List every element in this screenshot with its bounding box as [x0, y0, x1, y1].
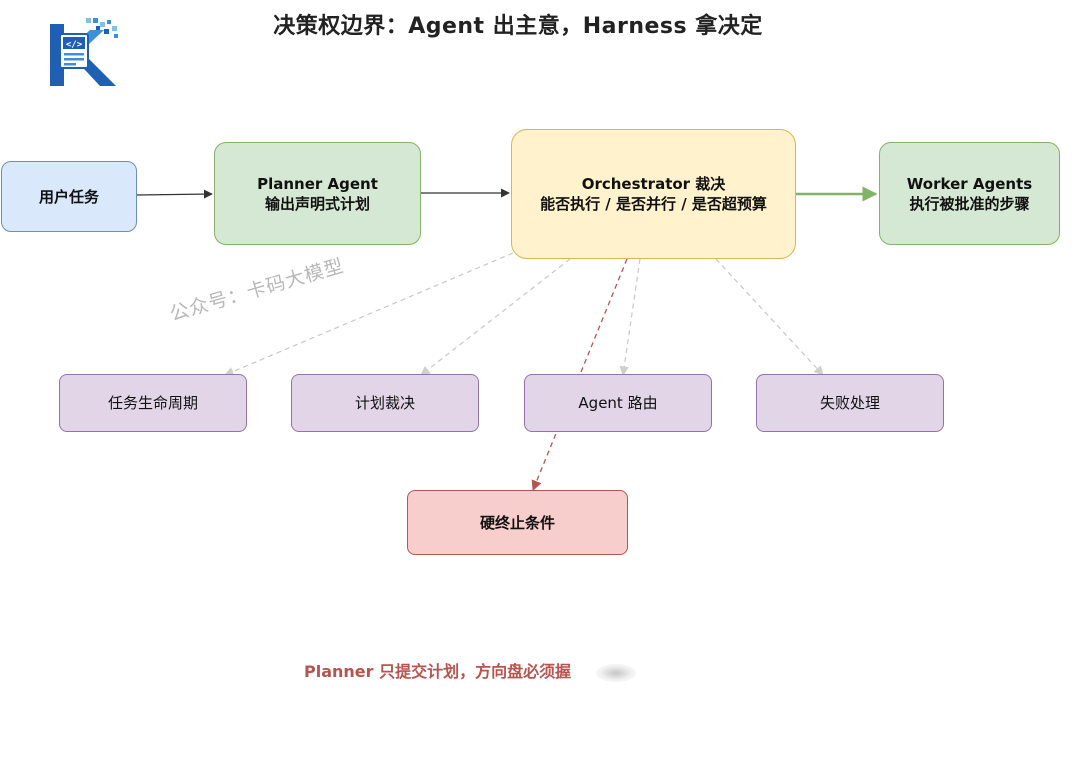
- node-task-lifecycle: 任务生命周期: [59, 374, 247, 432]
- node-planner-agent: Planner Agent 输出声明式计划: [214, 142, 421, 245]
- node-agent-routing-label: Agent 路由: [578, 394, 658, 412]
- node-agent-routing: Agent 路由: [524, 374, 712, 432]
- node-orchestrator: Orchestrator 裁决 能否执行 / 是否并行 / 是否超预算: [511, 129, 796, 259]
- node-hard-stop: 硬终止条件: [407, 490, 628, 555]
- node-failure-handling: 失败处理: [756, 374, 944, 432]
- footer-smudge-overlay: [596, 664, 636, 682]
- node-worker-title: Worker Agents: [906, 174, 1033, 193]
- node-plan-ruling: 计划裁决: [291, 374, 479, 432]
- node-plan-ruling-label: 计划裁决: [354, 394, 415, 412]
- node-user-task-label: 用户任务: [38, 187, 99, 206]
- node-planner-title: Planner Agent: [257, 174, 378, 193]
- k-logo-icon: </>: [46, 16, 122, 90]
- svg-text:</>: </>: [66, 40, 83, 50]
- node-hard-stop-label: 硬终止条件: [479, 513, 555, 532]
- node-orchestrator-subtitle: 能否执行 / 是否并行 / 是否超预算: [540, 195, 767, 213]
- edge-orchestrator-to-failure-handling: [715, 258, 824, 376]
- node-user-task: 用户任务: [1, 161, 137, 232]
- footer-note: Planner 只提交计划，方向盘必须握: [304, 662, 572, 681]
- edge-user-to-planner: [136, 189, 213, 199]
- edge-orchestrator-to-lifecycle: [224, 252, 514, 377]
- node-task-lifecycle-label: 任务生命周期: [107, 394, 198, 412]
- code-document-k-logo-icon: </>: [50, 18, 118, 86]
- node-worker-agents: Worker Agents 执行被批准的步骤: [879, 142, 1060, 245]
- edge-orchestrator-to-plan-ruling: [420, 258, 571, 376]
- node-planner-subtitle: 输出声明式计划: [264, 194, 370, 213]
- node-failure-handling-label: 失败处理: [819, 394, 880, 412]
- page-title: 决策权边界：Agent 出主意，Harness 拿决定: [273, 14, 763, 39]
- node-orchestrator-title: Orchestrator 裁决: [581, 175, 726, 193]
- edge-orchestrator-to-hard-stop: [531, 258, 628, 491]
- edge-orchestrator-to-agent-routing: [619, 258, 641, 376]
- node-worker-subtitle: 执行被批准的步骤: [909, 194, 1030, 213]
